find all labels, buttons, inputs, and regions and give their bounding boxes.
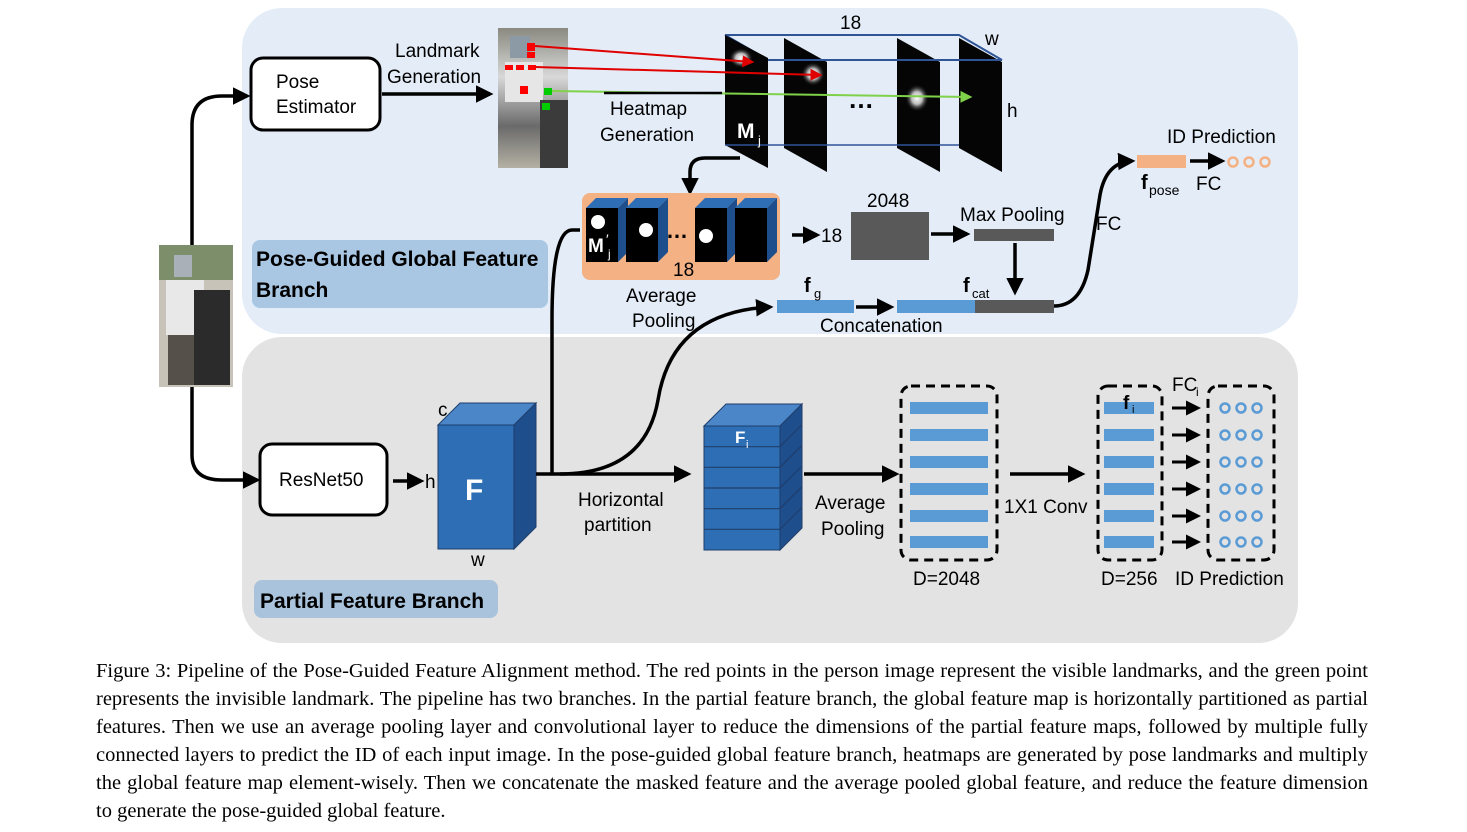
svg-text:Pose: Pose (276, 72, 319, 93)
partitioned-feature-map: F i (702, 402, 804, 552)
w-label: w (470, 550, 485, 571)
fci-arrows (1172, 400, 1201, 550)
id-prediction-top-nodes (1227, 156, 1271, 168)
svg-text:F: F (735, 428, 745, 447)
fcat-to-fpose-arrow (1053, 152, 1136, 308)
fg-sub: g (814, 286, 821, 301)
pose-branch-title: Pose-Guided Global Feature Branch (252, 240, 548, 308)
landmark-red-arrow-1 (534, 45, 755, 68)
pooled-stripes-2048 (899, 384, 999, 562)
svg-text:i: i (1132, 404, 1134, 416)
svg-text:i: i (746, 439, 748, 451)
fpose-sub: pose (1149, 182, 1180, 198)
svg-text:h: h (1007, 101, 1018, 122)
fcat-sub: cat (972, 286, 990, 301)
pipeline-diagram: Pose-Guided Global Feature Branch Partia… (159, 8, 1298, 643)
pose-estimator-box: Pose Estimator (249, 56, 382, 132)
landmark-generation-label: Landmark (395, 41, 480, 62)
count-18-label: 18 (821, 226, 842, 247)
partial-branch-title: Partial Feature Branch (254, 580, 498, 618)
id-prediction-top-label: ID Prediction (1167, 127, 1276, 148)
svg-text:M: M (588, 236, 604, 257)
id-prediction-bottom-nodes (1206, 384, 1276, 562)
avg-pooling-bottom-label-2: Pooling (821, 519, 884, 540)
average-pooling-label-2: Pooling (632, 311, 695, 332)
reduced-stripes-256: f i (1096, 384, 1164, 562)
average-pooling-label: Average (626, 286, 696, 307)
max-pooling-label: Max Pooling (960, 205, 1065, 226)
fci-sub: i (1196, 385, 1199, 399)
svg-text:ResNet50: ResNet50 (279, 470, 364, 491)
svg-text:…: … (848, 84, 874, 114)
conv-label: 1X1 Conv (1004, 497, 1088, 518)
fc-vertical-label: FC (1096, 214, 1121, 235)
heatmap-generation-label: Heatmap (610, 99, 687, 120)
fcat-gray-bar (975, 300, 1054, 313)
svg-text:f: f (1123, 393, 1130, 414)
F-to-masked-arrow (550, 228, 580, 474)
fcat-label: f (963, 275, 970, 297)
svg-text:w: w (984, 29, 999, 50)
svg-text:18: 18 (673, 260, 694, 281)
input-to-pose-arrow (190, 87, 251, 245)
svg-text:…: … (666, 218, 688, 243)
svg-text:Estimator: Estimator (276, 97, 357, 118)
horizontal-partition-label-2: partition (584, 515, 652, 536)
maxpool-output-bar (974, 229, 1054, 241)
svg-text:j: j (757, 133, 761, 148)
d2048-label: D=2048 (913, 569, 980, 590)
fpose-bar (1137, 155, 1186, 168)
F-to-fg-arrow (559, 298, 774, 476)
heatmap-generation-label-2: Generation (600, 125, 694, 146)
fc-label: FC (1196, 174, 1221, 195)
dim-2048-label: 2048 (867, 191, 909, 212)
h-label: h (425, 472, 436, 493)
feature-2048-box (851, 212, 929, 260)
resnet50-box: ResNet50 (258, 442, 389, 517)
fpose-label: f (1141, 172, 1148, 194)
fg-label: f (804, 275, 811, 297)
svg-text:Pose-Guided Global Feature: Pose-Guided Global Feature (256, 248, 538, 271)
input-person-image (159, 245, 233, 387)
d256-label: D=256 (1101, 569, 1158, 590)
svg-text:Partial Feature Branch: Partial Feature Branch (260, 590, 484, 613)
landmark-person-image (498, 28, 568, 168)
svg-text:′: ′ (606, 231, 609, 247)
heatmap-to-masked-arrow (681, 156, 740, 196)
fg-bar (777, 300, 854, 313)
avg-pooling-bottom-label: Average (815, 493, 885, 514)
concatenation-label: Concatenation (820, 316, 943, 337)
svg-text:18: 18 (840, 13, 861, 34)
svg-text:Branch: Branch (256, 279, 328, 302)
masked-feature-maps: … M ′ j 18 (582, 193, 780, 281)
id-prediction-bottom-label: ID Prediction (1175, 569, 1284, 590)
feature-map-F: F (436, 401, 538, 551)
svg-text:F: F (465, 474, 483, 507)
input-to-resnet-arrow (190, 387, 261, 489)
fcat-blue-bar (897, 300, 975, 313)
figure-caption: Figure 3: Pipeline of the Pose-Guided Fe… (96, 660, 1368, 822)
fci-label: FC (1172, 375, 1197, 396)
landmark-red-arrow-2 (534, 66, 823, 81)
c-label: c (438, 400, 448, 421)
landmark-generation-label-2: Generation (387, 67, 481, 88)
heatmap-cube: 18 w h … M j (724, 13, 1018, 172)
svg-text:M: M (737, 120, 755, 143)
horizontal-partition-label: Horizontal (578, 490, 664, 511)
svg-text:j: j (607, 247, 611, 261)
